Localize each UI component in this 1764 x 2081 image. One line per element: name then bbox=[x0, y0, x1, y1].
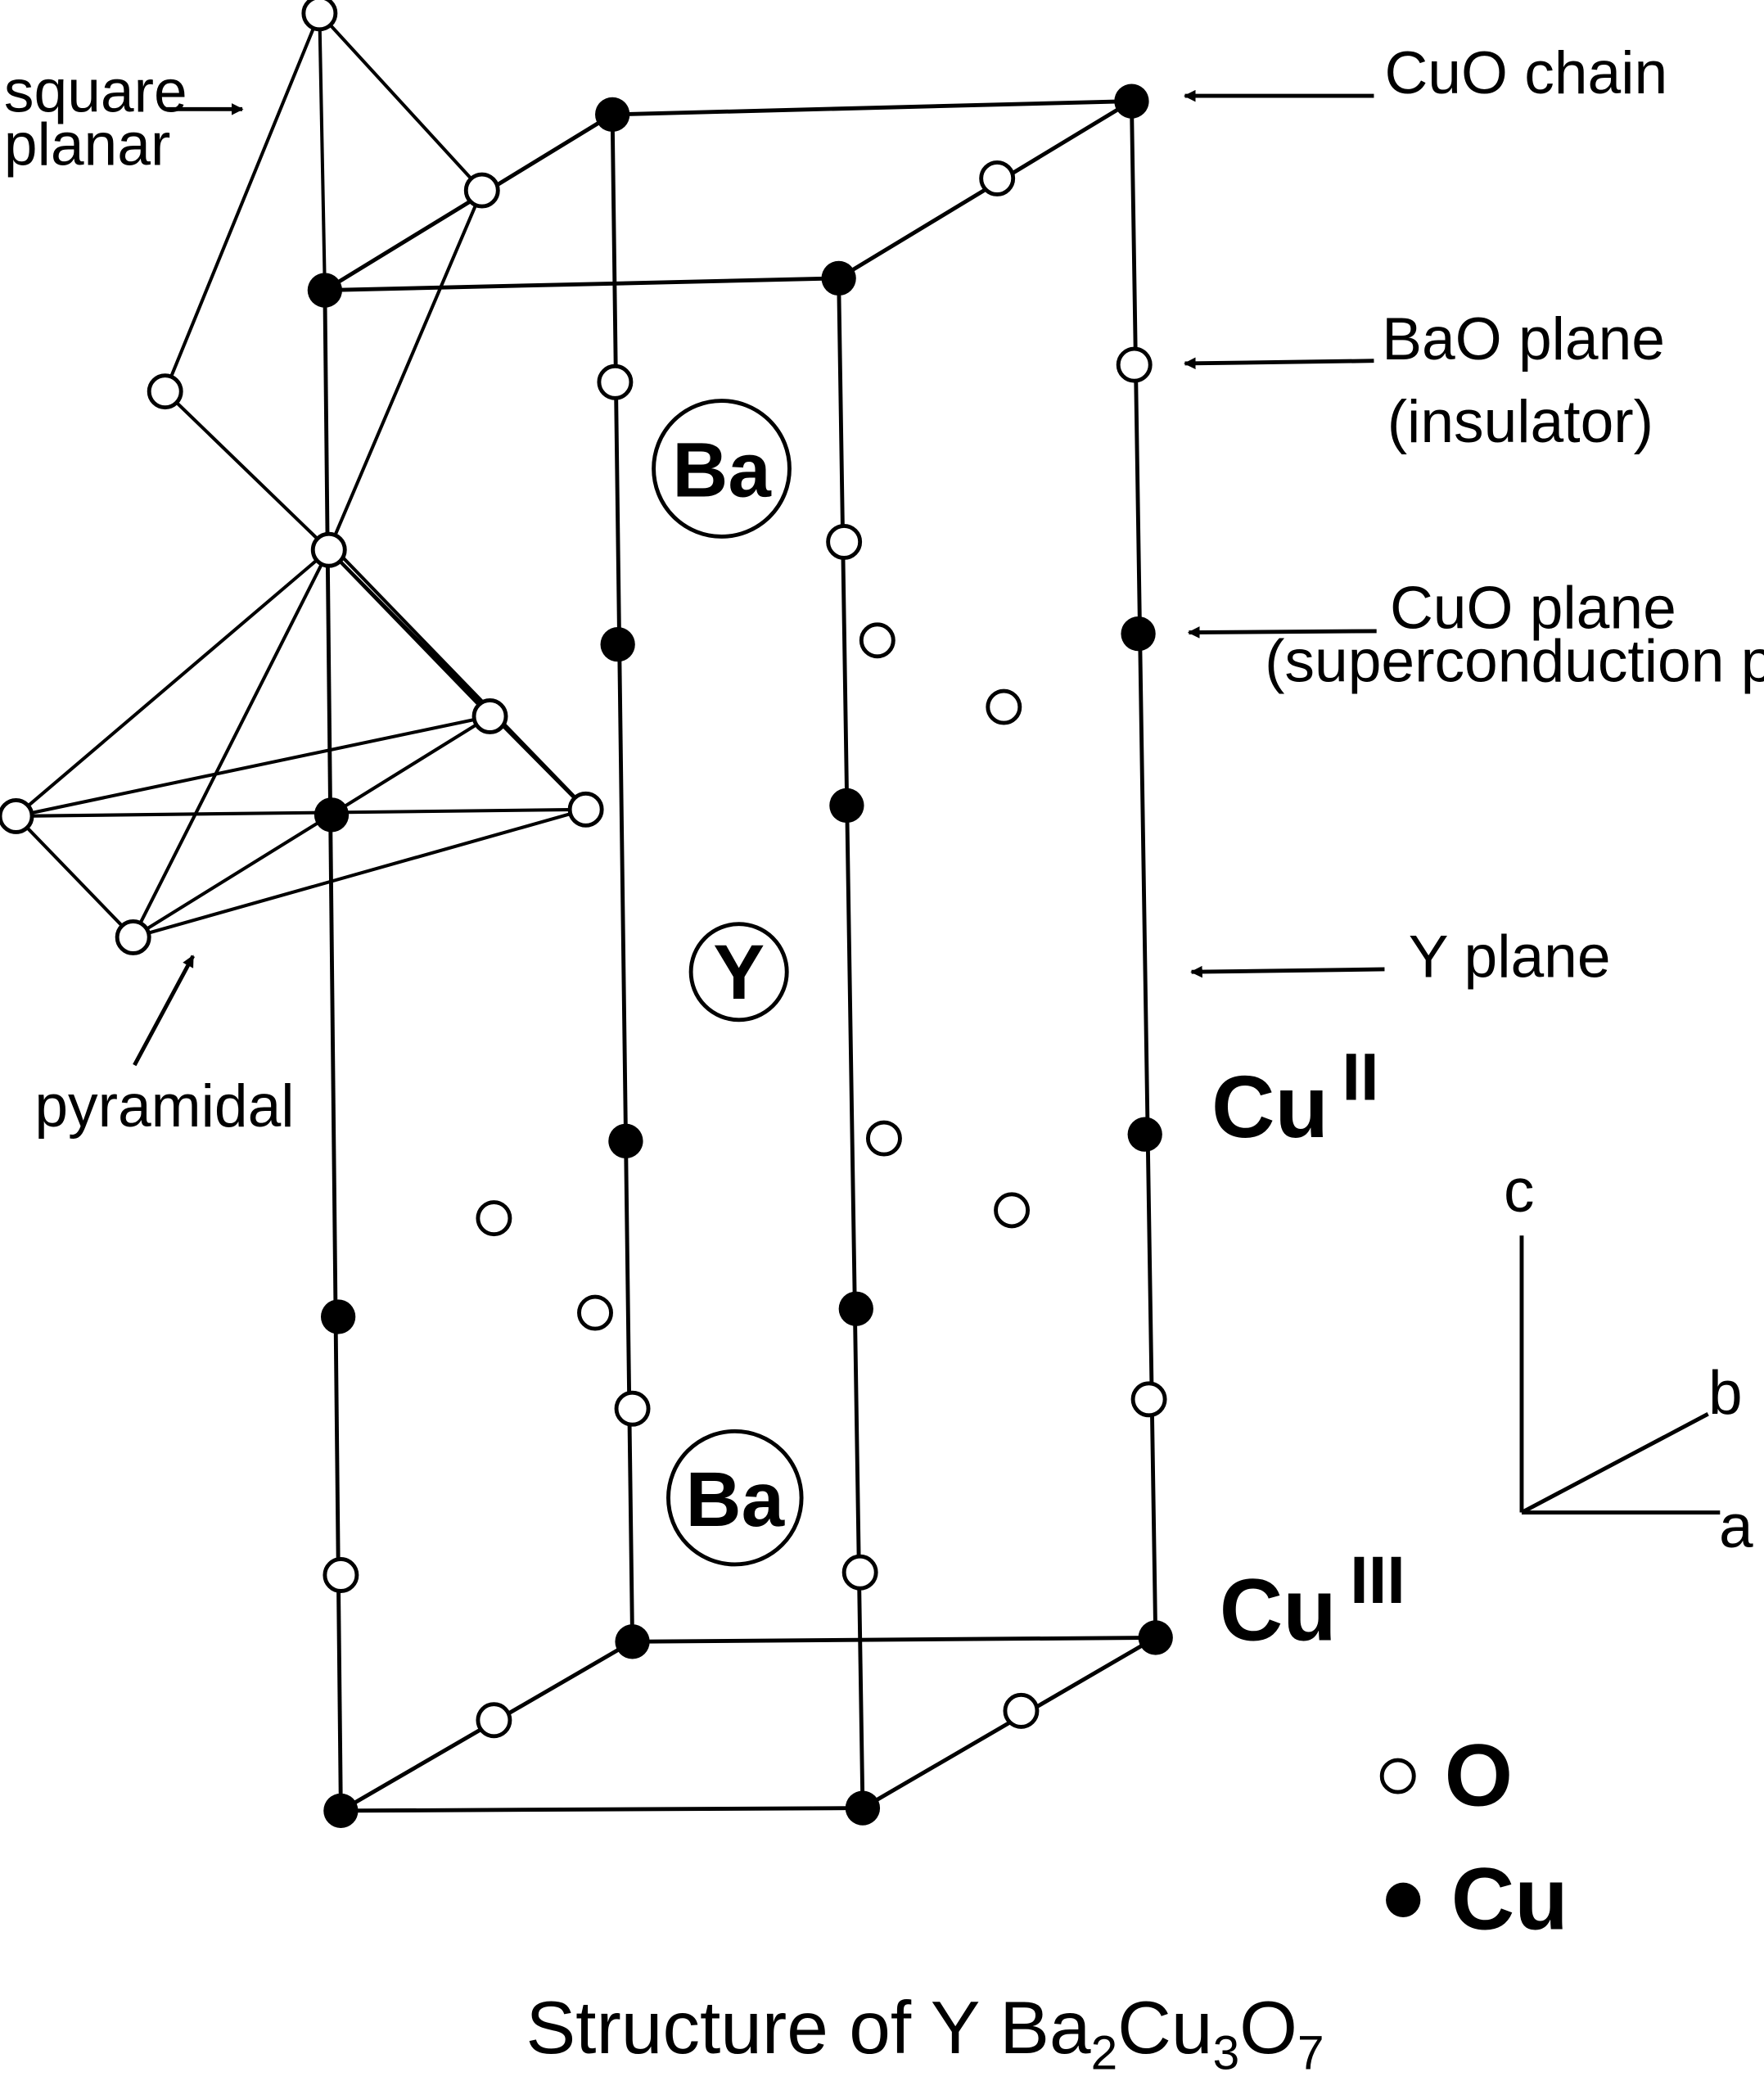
ba-atom-top: Ba bbox=[652, 399, 792, 539]
legend-item-copper: Cu bbox=[1386, 1850, 1568, 1948]
cu-atom bbox=[1138, 1620, 1173, 1655]
o-atom bbox=[301, 0, 338, 32]
square-planar-label: square planar bbox=[4, 58, 204, 178]
superconduction-plane-label: (superconduction plane) bbox=[1265, 628, 1764, 695]
insulator-label: (insulator) bbox=[1387, 388, 1653, 455]
axis-c-label: c bbox=[1504, 1156, 1534, 1225]
pyramidal-label: pyramidal bbox=[34, 1072, 294, 1140]
legend-copper-label: Cu bbox=[1451, 1850, 1568, 1948]
y-label: Y bbox=[713, 929, 765, 1015]
o-atom bbox=[979, 160, 1016, 196]
o-atoms bbox=[0, 0, 1167, 1739]
y-plane-label: Y plane bbox=[1409, 923, 1611, 991]
cu-atom bbox=[320, 1299, 356, 1334]
o-atom bbox=[826, 523, 863, 560]
cu-atom bbox=[323, 1793, 359, 1828]
o-atom bbox=[147, 373, 183, 410]
arrow-pyramidal bbox=[133, 955, 196, 1067]
square-planar-polyhedron bbox=[163, 11, 484, 552]
cu-atom bbox=[314, 797, 350, 833]
o-atom bbox=[115, 919, 151, 955]
cu-atom bbox=[821, 260, 856, 296]
cu-atom bbox=[1121, 616, 1156, 652]
axis-a-label: a bbox=[1719, 1492, 1753, 1560]
o-atom bbox=[567, 791, 604, 828]
cu-atoms bbox=[307, 84, 1173, 1828]
o-atom bbox=[577, 1294, 613, 1331]
o-atom bbox=[323, 1557, 359, 1593]
o-atom bbox=[1003, 1692, 1040, 1729]
o-atom bbox=[463, 172, 500, 209]
o-atom bbox=[986, 688, 1022, 725]
o-atom bbox=[1130, 1381, 1167, 1418]
cu-atom bbox=[829, 788, 864, 824]
o-atom bbox=[859, 622, 896, 659]
y-atom: Y bbox=[688, 922, 789, 1022]
axis-b-label: b bbox=[1708, 1358, 1743, 1427]
cu-atom bbox=[307, 273, 343, 308]
legend: O Cu bbox=[1379, 1726, 1568, 1948]
annotation-arrows bbox=[133, 89, 1385, 1067]
figure-caption: Structure of Y Ba2Cu3O7 bbox=[526, 1987, 1324, 2080]
arrow-bao-plane bbox=[1184, 357, 1374, 370]
cu-atom bbox=[595, 97, 630, 133]
cu-atom bbox=[1114, 84, 1149, 119]
o-atom bbox=[1116, 346, 1153, 383]
o-atom bbox=[476, 1200, 512, 1237]
legend-item-oxygen: O bbox=[1379, 1726, 1513, 1824]
o-atom bbox=[476, 1702, 512, 1739]
o-atom bbox=[471, 698, 508, 734]
o-atom bbox=[310, 531, 347, 568]
o-atom bbox=[597, 363, 634, 400]
o-atom bbox=[0, 798, 34, 834]
open-circle-icon bbox=[1379, 1758, 1416, 1794]
o-atom bbox=[865, 1120, 902, 1157]
o-atom bbox=[994, 1192, 1031, 1229]
cuo-chain-label: CuO chain bbox=[1384, 39, 1667, 106]
ba-bottom-label: Ba bbox=[686, 1456, 786, 1542]
arrow-y-plane bbox=[1190, 965, 1385, 978]
ba-top-label: Ba bbox=[672, 427, 772, 513]
cu-atom bbox=[838, 1291, 873, 1326]
arrow-cuo-plane bbox=[1187, 626, 1377, 639]
filled-circle-icon bbox=[1386, 1882, 1421, 1917]
cu-atom bbox=[845, 1790, 881, 1826]
pyramidal-polyhedron bbox=[15, 548, 588, 939]
cu-atom bbox=[615, 1624, 650, 1659]
o-atom bbox=[614, 1390, 651, 1427]
cu-atom bbox=[600, 627, 635, 662]
axes-indicator bbox=[1519, 1235, 1721, 1514]
cu-atom bbox=[1127, 1117, 1162, 1152]
cu-atom bbox=[608, 1123, 643, 1158]
legend-oxygen-label: O bbox=[1445, 1726, 1513, 1824]
cuo-plane-label: CuO plane bbox=[1390, 575, 1676, 642]
bao-plane-label: BaO plane bbox=[1382, 305, 1665, 372]
ba-atom-bottom: Ba bbox=[666, 1429, 804, 1567]
o-atom bbox=[841, 1554, 878, 1591]
